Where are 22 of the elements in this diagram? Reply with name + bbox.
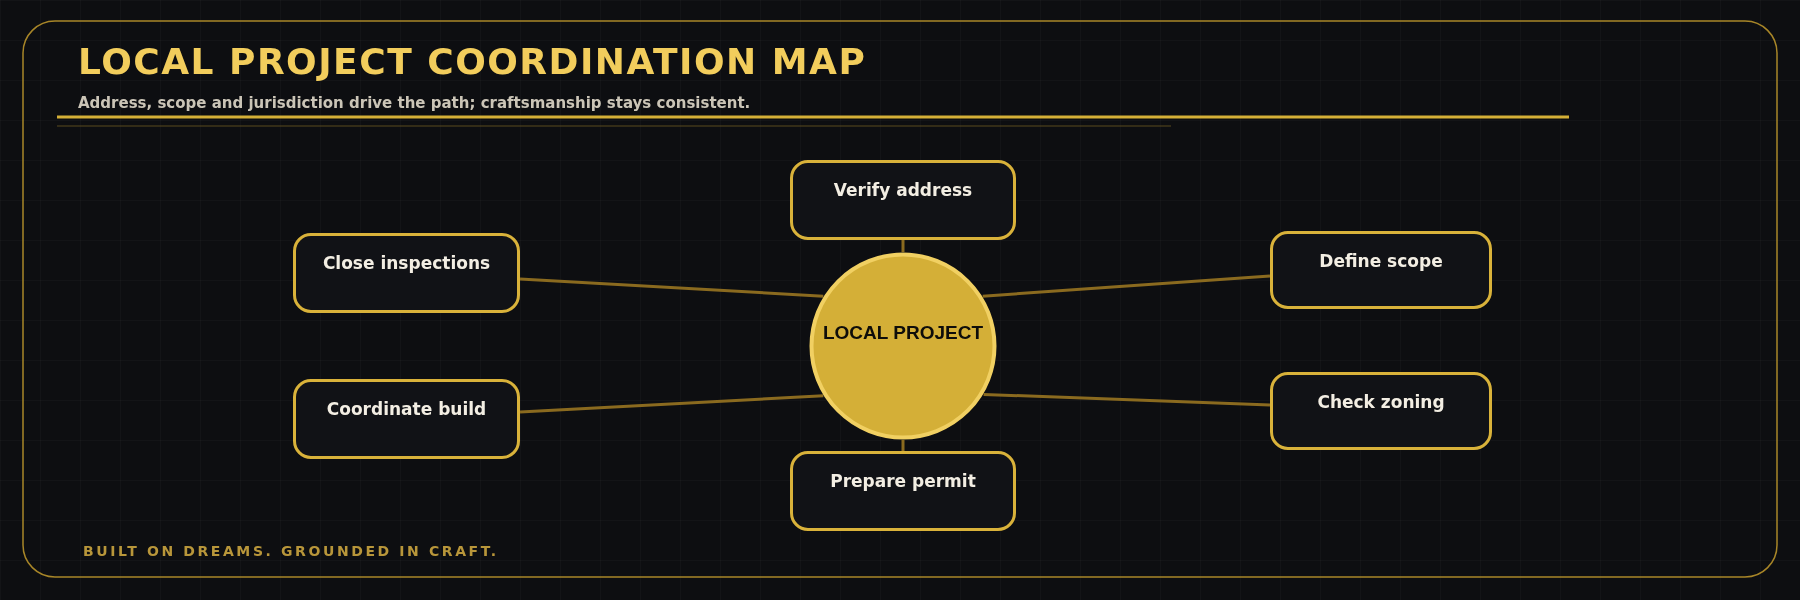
diagram-title: LOCAL PROJECT COORDINATION MAP <box>78 42 867 82</box>
subtitle: Address, scope and jurisdiction drive the path; craftsmanship stays consistent. <box>78 94 751 112</box>
step-box <box>1270 372 1492 450</box>
step-box <box>293 379 520 459</box>
step-label: Coordinate build <box>326 399 487 420</box>
hub-label: LOCAL PROJECT <box>821 322 985 345</box>
connector-line <box>901 240 905 252</box>
connector-line <box>901 440 905 451</box>
step-box <box>293 233 520 313</box>
step-label: Prepare permit <box>830 471 976 492</box>
connector-line <box>519 394 824 414</box>
step-label: Verify address <box>833 180 973 201</box>
connector-line <box>519 277 824 298</box>
step-label: Define scope <box>1319 251 1443 272</box>
connector-line <box>983 392 1271 407</box>
step-box <box>1270 231 1492 309</box>
step-label: Close inspections <box>322 253 491 274</box>
tagline: BUILT ON DREAMS. GROUNDED IN CRAFT. <box>83 543 499 560</box>
step-box <box>790 451 1016 531</box>
step-box <box>790 160 1016 240</box>
connector-line <box>982 274 1271 298</box>
step-label: Check zoning <box>1317 392 1445 413</box>
